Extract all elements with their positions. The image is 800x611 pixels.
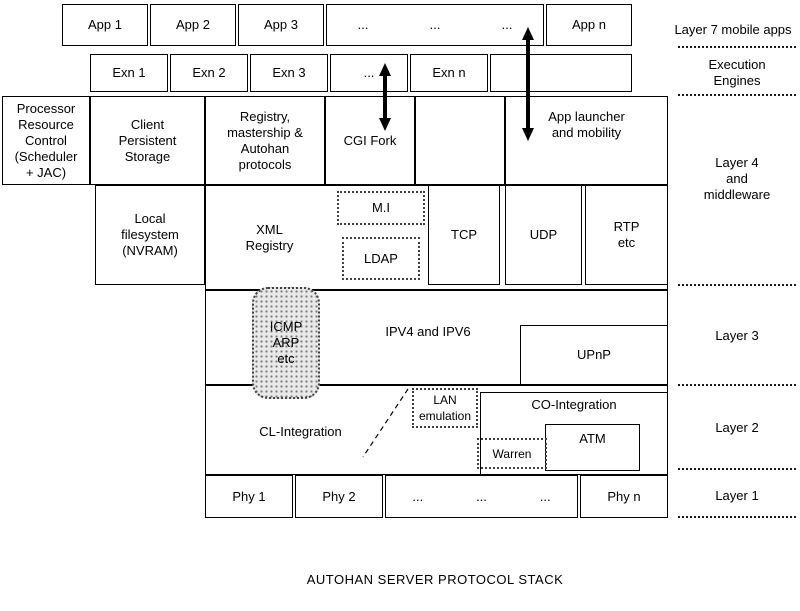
lan-emulation-label: LAN emulation — [418, 393, 472, 423]
mi-label: M.I — [371, 200, 391, 215]
box-exn-3: Exn 3 — [250, 54, 328, 92]
cl-integration-label-area: CL-Integration — [213, 420, 388, 444]
box-phy-n: Phy n — [580, 475, 668, 518]
ipv4-ipv6-label: IPV4 and IPV6 — [385, 324, 471, 339]
box-app-3: App 3 — [238, 4, 324, 46]
box-mi: M.I — [337, 191, 425, 225]
rtp-label: RTP etc — [613, 219, 640, 250]
warren-label: Warren — [492, 446, 532, 461]
box-phy-ellipsis: ... ... ... — [385, 475, 578, 518]
box-exn-2: Exn 2 — [170, 54, 248, 92]
box-exn-n-label: Exn n — [432, 65, 466, 80]
co-integration-label: CO-Integration — [531, 397, 617, 412]
sidebar-divider — [678, 384, 796, 386]
dashed-connector-line — [362, 388, 409, 458]
ellipsis-label: ... — [429, 17, 441, 32]
udp-label: UDP — [529, 227, 558, 242]
tcp-label: TCP — [451, 227, 477, 242]
box-warren: Warren — [477, 438, 547, 469]
phy-1-label: Phy 1 — [232, 488, 266, 504]
diagram-caption: AUTOHAN SERVER PROTOCOL STACK — [306, 572, 564, 587]
box-exn-n: Exn n — [410, 54, 488, 92]
box-ldap: LDAP — [342, 237, 420, 280]
box-app-3-label: App 3 — [264, 17, 298, 32]
sidebar-layer3-label-area: Layer 3 — [678, 326, 796, 346]
box-tcp: TCP — [428, 185, 500, 285]
box-app-n: App n — [546, 4, 632, 46]
cl-integration-label: CL-Integration — [259, 424, 342, 439]
box-phy-1: Phy 1 — [205, 475, 293, 518]
box-exn-1: Exn 1 — [90, 54, 168, 92]
sidebar-divider — [678, 94, 796, 96]
box-app-1-label: App 1 — [88, 17, 122, 32]
box-app-1: App 1 — [62, 4, 148, 46]
ellipsis-label: ... — [363, 65, 375, 80]
box-app-ellipsis: ... ... ... — [326, 4, 544, 46]
sidebar-layer7-label: Layer 7 mobile apps — [674, 22, 792, 37]
sidebar-divider — [678, 468, 796, 470]
phy-n-label: Phy n — [607, 488, 641, 504]
box-app-launcher: App launcher and mobility — [505, 96, 668, 185]
double-arrow-app-launcher-icon — [522, 27, 534, 141]
box-icmp-arp: ICMP ARP etc — [252, 287, 320, 399]
xml-registry-label: XML Registry — [245, 221, 294, 253]
ellipsis-label: ... — [412, 488, 424, 504]
box-app-2-label: App 2 — [176, 17, 210, 32]
box-processor-resource-control: Processor Resource Control (Scheduler + … — [2, 96, 90, 185]
ellipsis-label: ... — [476, 488, 487, 504]
processor-resource-control-label: Processor Resource Control (Scheduler + … — [14, 100, 78, 180]
app-launcher-label: App launcher and mobility — [548, 109, 625, 140]
upnp-label: UPnP — [577, 347, 611, 362]
box-exn-1-label: Exn 1 — [112, 65, 146, 80]
box-lan-emulation: LAN emulation — [412, 388, 478, 428]
sidebar-execution-engines-label: Execution Engines — [708, 57, 766, 88]
box-app-n-label: App n — [572, 17, 606, 32]
box-atm: ATM — [545, 424, 640, 471]
sidebar-layer4-label-area: Layer 4 and middleware — [678, 150, 796, 208]
box-rtp: RTP etc — [585, 185, 668, 285]
ellipsis-label: ... — [539, 488, 551, 504]
box-layer4-empty-cell — [415, 96, 505, 185]
sidebar-layer1-label-area: Layer 1 — [678, 486, 796, 506]
sidebar-layer7-label-area: Layer 7 mobile apps — [666, 20, 800, 40]
box-client-persistent-storage: Client Persistent Storage — [90, 96, 205, 185]
atm-label: ATM — [579, 431, 606, 446]
registry-mastership-label: Registry, mastership & Autohan protocols — [227, 108, 303, 172]
box-exn-ellipsis: ... — [330, 54, 408, 92]
box-local-filesystem: Local filesystem (NVRAM) — [95, 185, 205, 285]
sidebar-layer3-label: Layer 3 — [715, 328, 759, 343]
sidebar-layer2-label-area: Layer 2 — [678, 418, 796, 438]
phy-2-label: Phy 2 — [322, 488, 356, 504]
box-exn-3-label: Exn 3 — [272, 65, 306, 80]
ellipsis-label: ... — [357, 17, 369, 32]
sidebar-layer4-label: Layer 4 and middleware — [703, 155, 771, 202]
xml-registry-label-area: XML Registry — [207, 185, 332, 290]
box-cgi-fork: CGI Fork — [325, 96, 415, 185]
local-filesystem-label: Local filesystem (NVRAM) — [121, 211, 179, 258]
box-registry-mastership: Registry, mastership & Autohan protocols — [205, 96, 325, 185]
sidebar-divider — [678, 46, 796, 48]
client-persistent-storage-label: Client Persistent Storage — [118, 116, 177, 164]
box-exn-empty — [490, 54, 632, 92]
sidebar-execution-engines-label-area: Execution Engines — [678, 54, 796, 92]
box-udp: UDP — [505, 185, 582, 285]
sidebar-divider — [678, 516, 796, 518]
sidebar-layer2-label: Layer 2 — [715, 420, 759, 435]
box-app-2: App 2 — [150, 4, 236, 46]
sidebar-layer1-label: Layer 1 — [715, 488, 759, 503]
cgi-fork-label: CGI Fork — [343, 132, 397, 148]
ipv4-ipv6-label-area: IPV4 and IPV6 — [328, 292, 528, 372]
box-upnp: UPnP — [520, 325, 668, 385]
ldap-label: LDAP — [364, 250, 398, 266]
box-exn-2-label: Exn 2 — [192, 65, 226, 80]
sidebar-divider — [678, 284, 796, 286]
box-phy-2: Phy 2 — [295, 475, 383, 518]
ellipsis-label: ... — [501, 17, 513, 32]
double-arrow-cgi-fork-icon — [379, 63, 391, 131]
icmp-arp-label: ICMP ARP etc — [269, 319, 303, 366]
